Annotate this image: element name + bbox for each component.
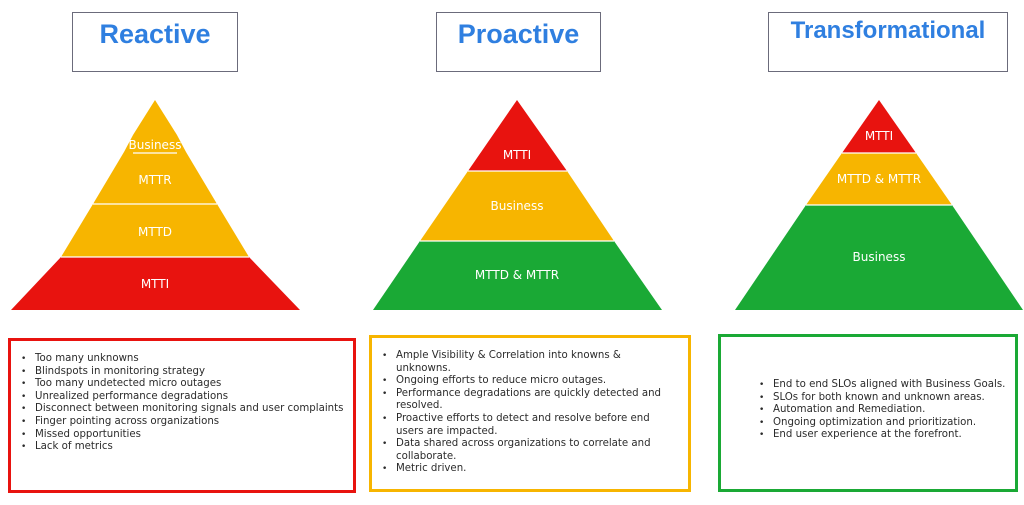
transformational-tier-label-business: Business: [853, 250, 906, 264]
list-item: Ample Visibility & Correlation into know…: [380, 350, 670, 375]
reactive-tier-label-business: Business: [129, 138, 182, 152]
proactive-tier-business: [420, 171, 614, 241]
proactive-tier-label-business: Business: [491, 199, 544, 213]
reactive-tier-label-mtti: MTTI: [141, 277, 169, 291]
list-item: Missed opportunities: [19, 429, 354, 442]
list-item: Too many unknowns: [19, 353, 354, 366]
transformational-bullet-list: End to end SLOs aligned with Business Go…: [757, 379, 1017, 442]
reactive-tier-label-mttd: MTTD: [138, 225, 172, 239]
transformational-title: Transformational: [790, 17, 986, 44]
list-item: Performance degradations are quickly det…: [380, 388, 670, 413]
list-item: Finger pointing across organizations: [19, 416, 354, 429]
list-item: SLOs for both known and unknown areas.: [757, 392, 1017, 405]
proactive-tier-label-mttd-mttr: MTTD & MTTR: [475, 268, 559, 282]
list-item: Lack of metrics: [19, 441, 354, 454]
list-item: Disconnect between monitoring signals an…: [19, 403, 354, 416]
list-item: Unrealized performance degradations: [19, 391, 354, 404]
list-item: Data shared across organizations to corr…: [380, 438, 670, 463]
proactive-title-box: Proactive: [436, 12, 601, 72]
list-item: Automation and Remediation.: [757, 404, 1017, 417]
transformational-pyramid: MTTI MTTD & MTTR Business: [735, 100, 1023, 310]
proactive-tier-mttd-mttr: [373, 241, 662, 310]
reactive-description-box: Too many unknowns Blindspots in monitori…: [8, 338, 356, 493]
reactive-bullet-list: Too many unknowns Blindspots in monitori…: [19, 353, 354, 454]
reactive-tier-mttr: [93, 152, 217, 204]
proactive-pyramid: MTTI Business MTTD & MTTR: [373, 100, 662, 310]
proactive-tier-mtti: [468, 100, 567, 171]
reactive-tier-business: [133, 100, 177, 135]
proactive-description-box: Ample Visibility & Correlation into know…: [369, 335, 691, 492]
proactive-tier-label-mtti: MTTI: [503, 148, 531, 162]
list-item: Proactive efforts to detect and resolve …: [380, 413, 670, 438]
list-item: End to end SLOs aligned with Business Go…: [757, 379, 1017, 392]
reactive-pyramid: Business MTTR MTTD MTTI: [11, 100, 300, 310]
reactive-tier-label-mttr: MTTR: [138, 173, 171, 187]
reactive-tier-mttd: [61, 204, 249, 257]
transformational-title-box: Transformational: [768, 12, 1008, 72]
transformational-tier-mttd-mttr: [806, 153, 952, 205]
reactive-title-box: Reactive: [72, 12, 238, 72]
reactive-tier-business-band: [124, 135, 186, 152]
list-item: Blindspots in monitoring strategy: [19, 366, 354, 379]
list-item: Metric driven.: [380, 463, 670, 476]
reactive-tier-mtti: [11, 257, 300, 310]
proactive-title: Proactive: [457, 19, 580, 49]
transformational-tier-label-mtti: MTTI: [865, 129, 893, 143]
transformational-tier-label-mttd-mttr: MTTD & MTTR: [837, 172, 921, 186]
list-item: Too many undetected micro outages: [19, 378, 354, 391]
transformational-description-box: End to end SLOs aligned with Business Go…: [718, 334, 1018, 492]
list-item: Ongoing optimization and prioritization.: [757, 417, 1017, 430]
transformational-tier-mtti: [842, 100, 916, 153]
list-item: End user experience at the forefront.: [757, 429, 1017, 442]
transformational-tier-business: [735, 205, 1023, 310]
reactive-title: Reactive: [99, 19, 211, 49]
list-item: Ongoing efforts to reduce micro outages.: [380, 375, 670, 388]
proactive-bullet-list: Ample Visibility & Correlation into know…: [380, 350, 670, 476]
